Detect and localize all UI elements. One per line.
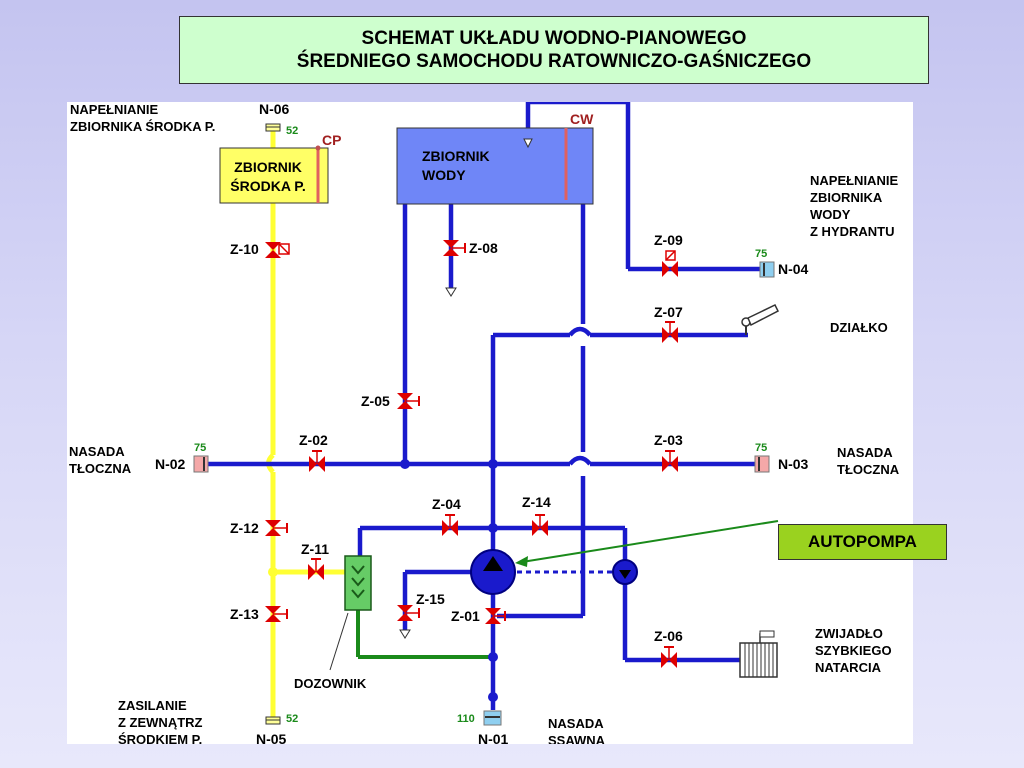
water-tank: ZBIORNIK WODY CW bbox=[396, 111, 594, 205]
drain-z08 bbox=[445, 287, 457, 297]
hose-reel-icon[interactable] bbox=[739, 630, 778, 678]
title-box: SCHEMAT UKŁADU WODNO-PIANOWEGO ŚREDNIEGO… bbox=[179, 16, 929, 84]
water-tank-label-2: WODY bbox=[422, 167, 466, 183]
n04-desc-2: ZBIORNIKA bbox=[810, 190, 883, 205]
foam-tank-label-1: ZBIORNIK bbox=[234, 159, 302, 175]
label-z05: Z-05 bbox=[361, 393, 390, 409]
drain-z15 bbox=[399, 629, 411, 639]
foam-tank-label-2: ŚRODKA P. bbox=[230, 177, 305, 194]
n03-desc-1: NASADA bbox=[837, 445, 893, 460]
autopompa-pointer bbox=[515, 520, 779, 567]
n05-size: 52 bbox=[286, 713, 298, 725]
schematic: ZBIORNIK ŚRODKA P. CP ZBIORNIK WODY CW bbox=[69, 102, 900, 744]
valve-z14[interactable] bbox=[532, 514, 548, 536]
n01-size: 110 bbox=[457, 713, 475, 725]
junctions bbox=[400, 459, 498, 702]
n06-desc-2: ZBIORNIKA ŚRODKA P. bbox=[70, 119, 215, 134]
n04-id: N-04 bbox=[778, 261, 809, 277]
connection-n02[interactable] bbox=[193, 455, 209, 473]
n04-size: 75 bbox=[755, 248, 767, 260]
n05-desc-1: ZASILANIE bbox=[118, 698, 187, 713]
label-z14: Z-14 bbox=[522, 494, 551, 510]
n06-size: 52 bbox=[286, 125, 298, 137]
reel-label-3: NATARCIA bbox=[815, 660, 882, 675]
valve-z15[interactable] bbox=[397, 605, 420, 621]
valve-z01[interactable] bbox=[485, 608, 506, 624]
autopompa-callout: AUTOPOMPA bbox=[778, 524, 947, 560]
dzialko-label: DZIAŁKO bbox=[830, 320, 888, 335]
foam-tank: ZBIORNIK ŚRODKA P. CP bbox=[219, 132, 341, 204]
n02-desc-2: TŁOCZNA bbox=[69, 461, 132, 476]
title-line-2: ŚREDNIEGO SAMOCHODU RATOWNICZO-GAŚNICZEG… bbox=[296, 51, 812, 72]
water-tank-label-1: ZBIORNIK bbox=[422, 148, 490, 164]
label-z09: Z-09 bbox=[654, 232, 683, 248]
valve-z09[interactable] bbox=[662, 250, 678, 277]
connection-n01[interactable] bbox=[483, 710, 502, 726]
valve-z02[interactable] bbox=[309, 450, 325, 472]
pump-icon[interactable] bbox=[470, 549, 516, 595]
valve-z13[interactable] bbox=[265, 606, 288, 622]
label-z02: Z-02 bbox=[299, 432, 328, 448]
label-z08: Z-08 bbox=[469, 240, 498, 256]
water-level-label: CW bbox=[570, 111, 594, 127]
valve-z03[interactable] bbox=[662, 450, 678, 472]
n02-size: 75 bbox=[194, 442, 206, 454]
n05-desc-2: Z ZEWNĄTRZ bbox=[118, 715, 203, 730]
n02-desc-1: NASADA bbox=[69, 444, 125, 459]
label-z13: Z-13 bbox=[230, 606, 259, 622]
n03-desc-2: TŁOCZNA bbox=[837, 462, 900, 477]
valve-z10[interactable] bbox=[265, 242, 290, 258]
n06-id: N-06 bbox=[259, 102, 290, 117]
n04-desc-1: NAPEŁNIANIE bbox=[810, 173, 898, 188]
valve-z06[interactable] bbox=[661, 646, 677, 668]
diagram-area: ZBIORNIK ŚRODKA P. CP ZBIORNIK WODY CW bbox=[67, 102, 913, 744]
foam-junction bbox=[268, 567, 278, 577]
premix-line bbox=[356, 610, 493, 659]
n02-id: N-02 bbox=[155, 456, 186, 472]
n01-desc-2: SSAWNA bbox=[548, 733, 606, 744]
dosing-icon[interactable] bbox=[344, 555, 372, 611]
aux-pump-icon[interactable] bbox=[612, 559, 638, 585]
n01-id: N-01 bbox=[478, 731, 509, 744]
label-z07: Z-07 bbox=[654, 304, 683, 320]
valve-z04[interactable] bbox=[442, 514, 458, 536]
valve-z11[interactable] bbox=[308, 558, 324, 580]
label-z11: Z-11 bbox=[301, 541, 329, 557]
title-line-1: SCHEMAT UKŁADU WODNO-PIANOWEGO bbox=[361, 28, 747, 49]
monitor-nozzle-icon[interactable] bbox=[741, 304, 780, 335]
valve-z08[interactable] bbox=[443, 240, 466, 256]
valve-z12[interactable] bbox=[265, 520, 288, 536]
connection-n06[interactable] bbox=[265, 123, 281, 132]
label-z06: Z-06 bbox=[654, 628, 683, 644]
connection-n03[interactable] bbox=[754, 455, 770, 473]
label-z04: Z-04 bbox=[432, 496, 461, 512]
label-z15: Z-15 bbox=[416, 591, 445, 607]
n03-size: 75 bbox=[755, 442, 767, 454]
dosing-pointer bbox=[329, 612, 349, 671]
foam-level-label: CP bbox=[322, 132, 341, 148]
connection-n04[interactable] bbox=[759, 261, 775, 278]
label-z12: Z-12 bbox=[230, 520, 259, 536]
n06-desc-1: NAPEŁNIANIE bbox=[70, 102, 158, 117]
foam-lines bbox=[266, 131, 352, 717]
n03-id: N-03 bbox=[778, 456, 809, 472]
label-z01: Z-01 bbox=[451, 608, 480, 624]
valve-z05[interactable] bbox=[397, 393, 420, 409]
label-z03: Z-03 bbox=[654, 432, 683, 448]
n01-desc-1: NASADA bbox=[548, 716, 604, 731]
connection-n05[interactable] bbox=[265, 716, 281, 725]
n05-id: N-05 bbox=[256, 731, 287, 744]
valve-z07[interactable] bbox=[662, 321, 678, 343]
dozownik-label: DOZOWNIK bbox=[294, 676, 367, 691]
n04-desc-4: Z HYDRANTU bbox=[810, 224, 895, 239]
n05-desc-3: ŚRODKIEM P. bbox=[118, 732, 202, 744]
reel-label-1: ZWIJADŁO bbox=[815, 626, 883, 641]
autopompa-label: AUTOPOMPA bbox=[808, 532, 917, 551]
n04-desc-3: WODY bbox=[810, 207, 851, 222]
label-z10: Z-10 bbox=[230, 241, 259, 257]
reel-label-2: SZYBKIEGO bbox=[815, 643, 892, 658]
